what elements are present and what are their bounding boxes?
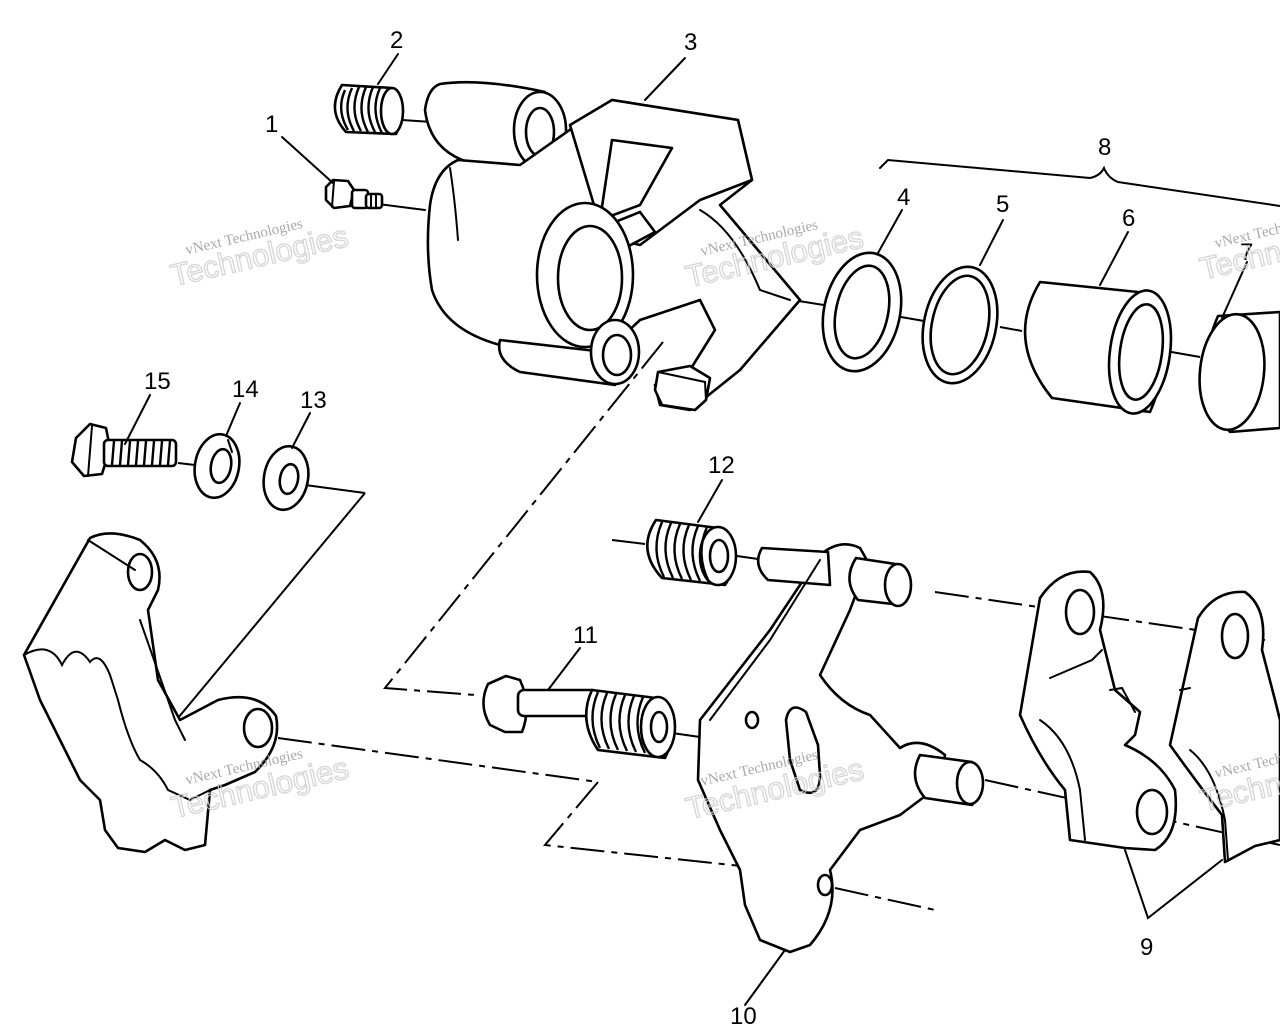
part-3-caliper-housing (423, 80, 802, 412)
callout-8: 8 (1098, 134, 1111, 161)
callout-15: 15 (144, 368, 171, 395)
callout-numbers: 1 2 3 4 5 6 7 8 9 10 11 12 13 14 15 (144, 27, 1253, 1024)
part-5-ring (921, 265, 999, 385)
callout-2: 2 (390, 27, 403, 54)
part-6-piston (1023, 280, 1173, 415)
callout-1: 1 (265, 111, 278, 138)
callout-3: 3 (684, 29, 697, 56)
part-8-group-brace (879, 158, 1280, 207)
part-4-seal (821, 251, 903, 373)
part-11-guide-pin (482, 674, 677, 760)
callout-10: 10 (730, 1003, 757, 1024)
mounting-arm (22, 532, 279, 854)
callout-14: 14 (232, 376, 259, 403)
part-10-bracket (696, 543, 985, 954)
part-13-flat-washer (262, 444, 310, 512)
callout-13: 13 (300, 387, 327, 414)
part-2-plug (333, 83, 405, 136)
callout-12: 12 (708, 452, 735, 479)
part-14-lock-washer (193, 432, 241, 500)
part-7-cap (1198, 310, 1280, 434)
callout-7: 7 (1240, 239, 1253, 266)
leader-lines (124, 53, 1248, 1006)
part-1-bleeder-valve (324, 178, 384, 210)
callout-9: 9 (1140, 934, 1153, 961)
callout-5: 5 (996, 191, 1009, 218)
part-15-bolt (70, 422, 178, 478)
part-12-boot (646, 518, 738, 587)
callout-6: 6 (1122, 205, 1135, 232)
callout-11: 11 (573, 622, 598, 649)
part-9-brake-pads (1018, 570, 1280, 920)
callout-4: 4 (897, 184, 910, 211)
